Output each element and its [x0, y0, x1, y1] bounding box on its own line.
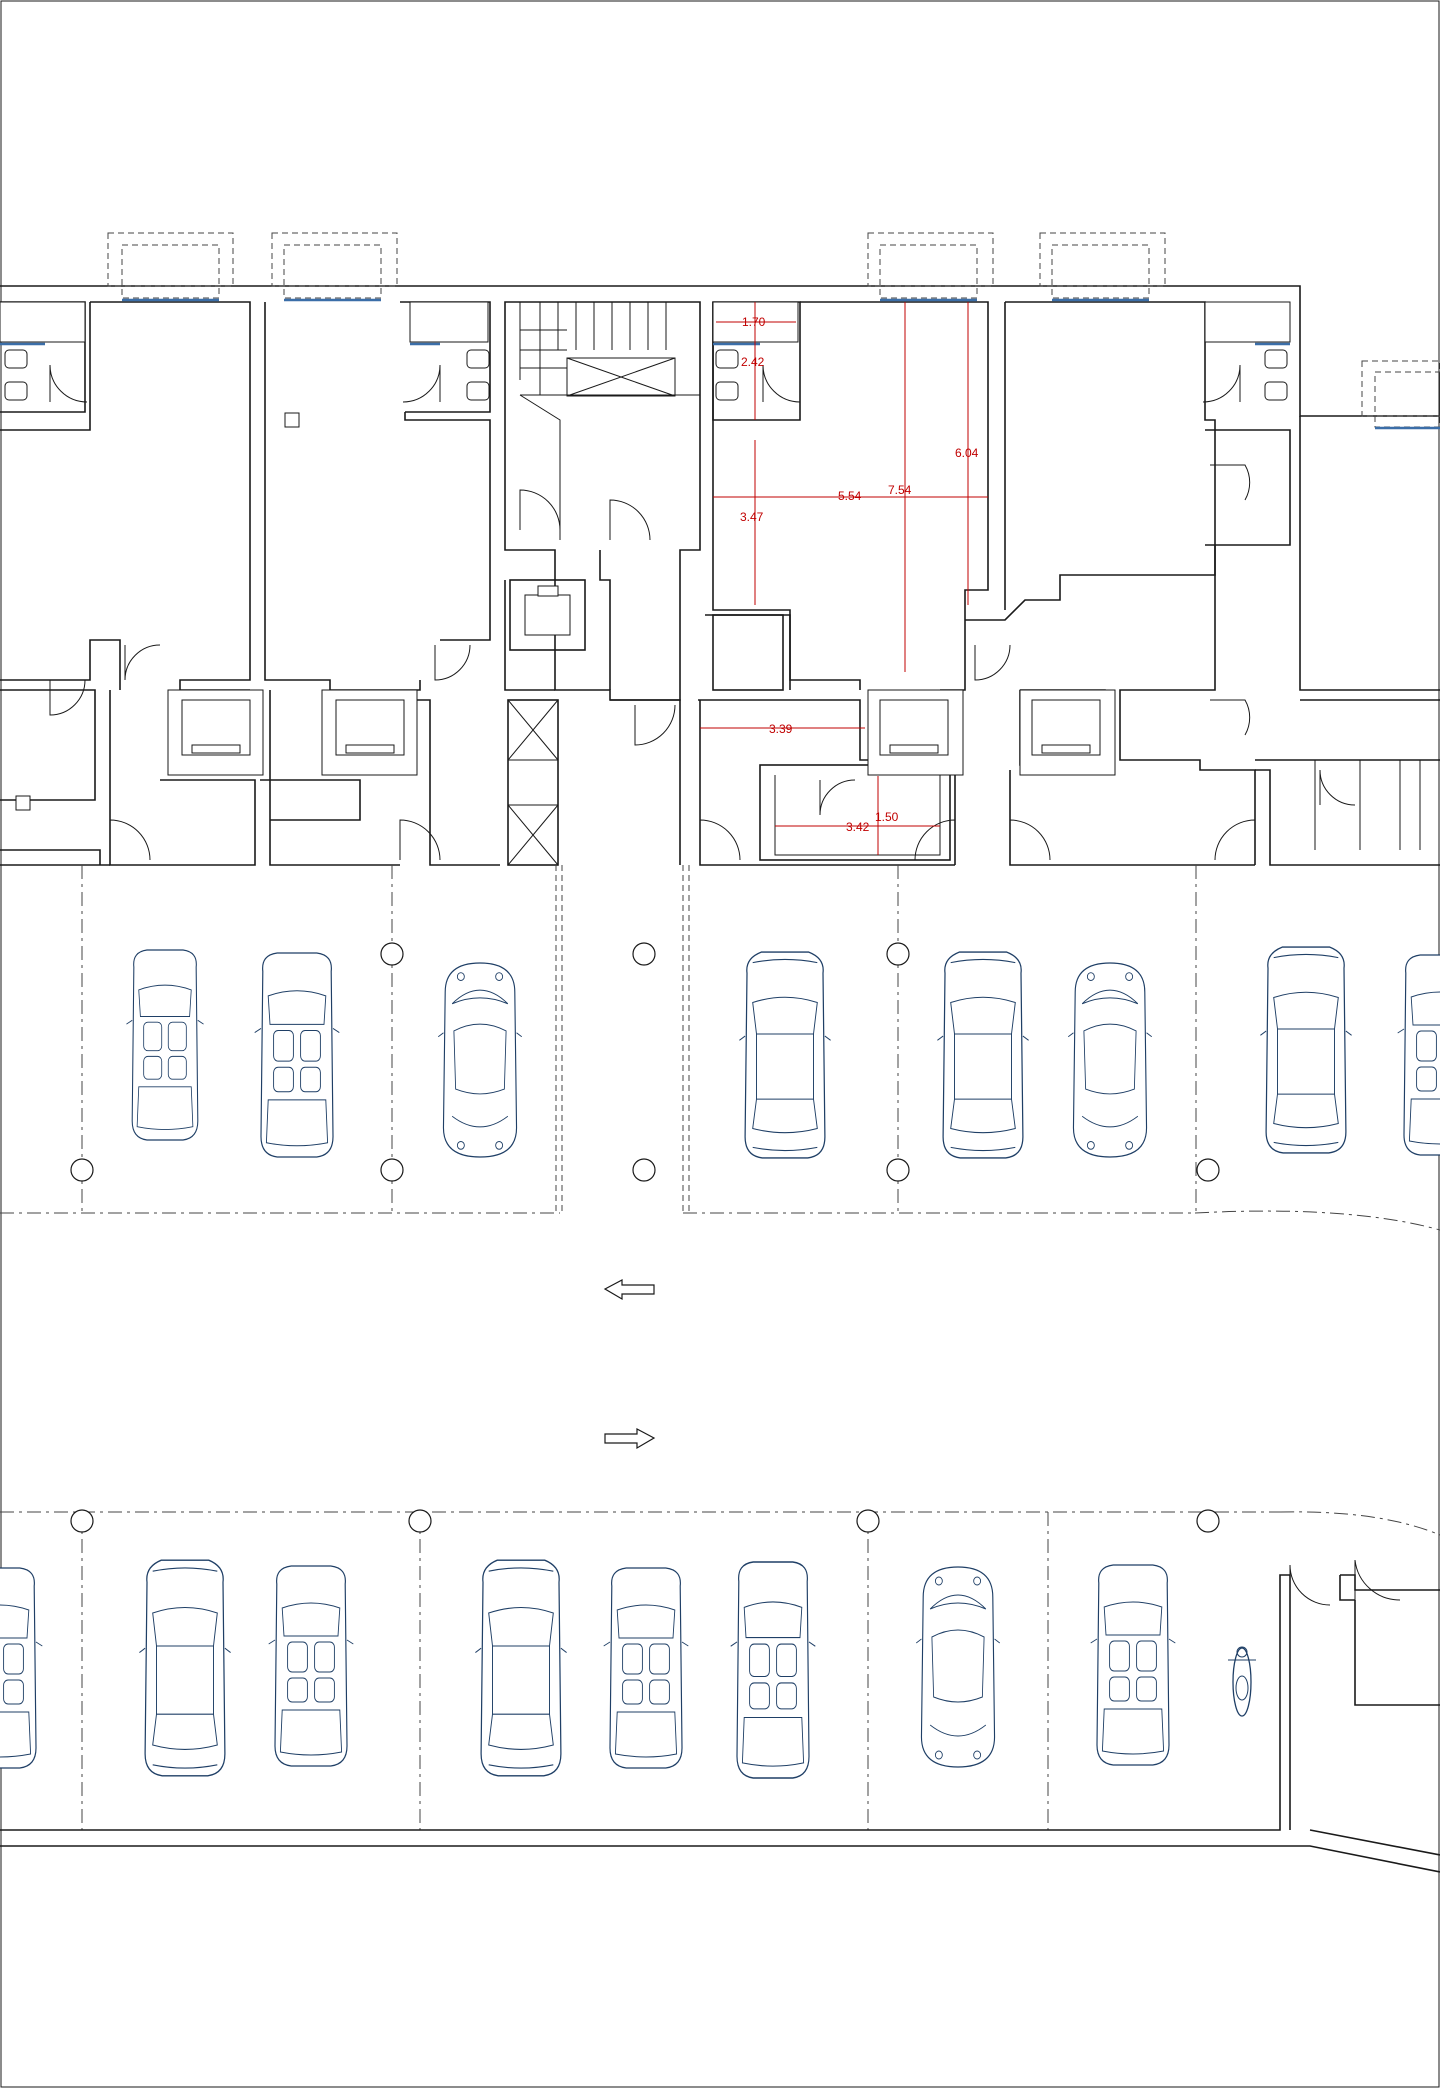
dimension-label: 3.39	[769, 722, 793, 736]
dimension-label: 1.50	[875, 810, 899, 824]
car-convertible	[254, 952, 340, 1158]
car-sedan	[474, 1559, 568, 1777]
kitchen-unit	[867, 689, 964, 776]
car-convertible	[729, 1561, 817, 1779]
car-beetle	[1067, 962, 1153, 1158]
dimension-label: 3.47	[740, 510, 764, 524]
dimension-label: 1.70	[742, 315, 766, 329]
car-beetle	[915, 1566, 1001, 1768]
car-convertible	[0, 1567, 43, 1769]
car-convertible	[1397, 954, 1440, 1156]
car-convertible	[1090, 1564, 1176, 1766]
lift-shaft	[509, 579, 586, 651]
vehicles-top-row	[125, 946, 1440, 1159]
dimension-label: 2.42	[741, 355, 765, 369]
kitchen-unit	[167, 689, 264, 776]
traffic-arrow-right	[604, 1428, 656, 1450]
kitchen-unit	[321, 689, 418, 776]
car-sedan	[1259, 946, 1353, 1154]
dimension-labels: 1.70 2.42 6.04 5.54 7.54 3.47 3.39 1.50 …	[740, 315, 979, 834]
car-beetle	[437, 962, 523, 1158]
structural-columns	[70, 942, 1220, 1533]
staircase	[519, 301, 701, 540]
dimension-label: 3.42	[846, 820, 870, 834]
car-convertible	[268, 1565, 354, 1767]
car-convertible	[125, 949, 205, 1141]
car-sedan	[936, 951, 1030, 1159]
door-swings	[49, 364, 1401, 1606]
dimension-label: 5.54	[838, 489, 862, 503]
dimension-label: 7.54	[888, 483, 912, 497]
building-walls	[0, 285, 1440, 866]
car-sedan	[138, 1559, 232, 1777]
car-convertible	[603, 1567, 689, 1769]
dimension-label: 6.04	[955, 446, 979, 460]
motorcycle	[1227, 1646, 1257, 1717]
vehicles-bottom-row	[0, 1559, 1257, 1779]
dimension-lines	[700, 302, 988, 855]
kitchen-unit	[1019, 689, 1116, 776]
traffic-arrow-left	[603, 1279, 655, 1301]
balconies	[0, 232, 1440, 430]
parking-stall-lines	[0, 865, 1440, 1873]
car-sedan	[738, 951, 832, 1159]
